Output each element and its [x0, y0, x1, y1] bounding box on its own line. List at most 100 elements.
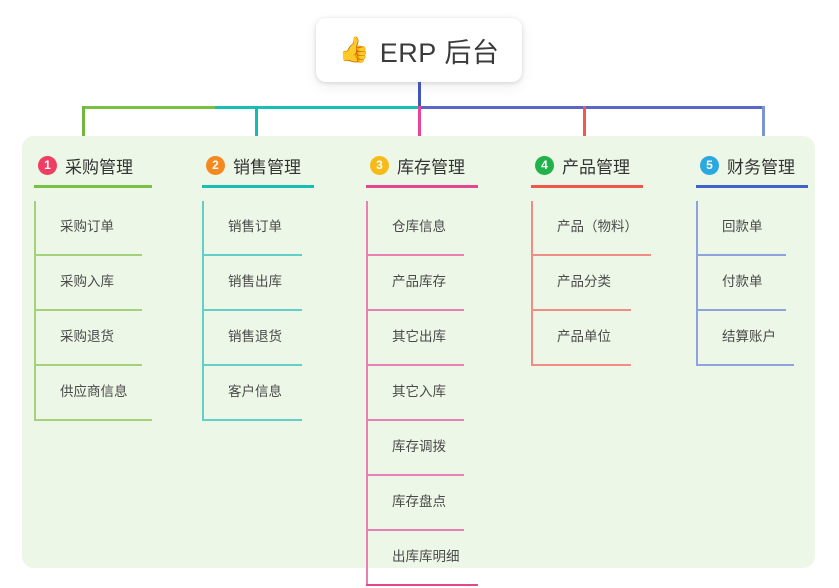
list-item[interactable]: 产品分类: [531, 256, 661, 311]
item-label: 产品单位: [557, 329, 611, 344]
item-rule: [366, 254, 464, 256]
item-label: 供应商信息: [60, 384, 128, 399]
list-item[interactable]: 付款单: [696, 256, 816, 311]
item-rule: [696, 364, 794, 366]
item-rule: [531, 364, 631, 366]
module-column-sales: 2 销售管理 销售订单 销售出库 销售退货 客户信息: [202, 145, 322, 421]
item-label: 结算账户: [722, 329, 776, 344]
column-rule-5: [696, 185, 808, 188]
drop-line-col-1: [82, 106, 85, 146]
module-column-product: 4 产品管理 产品（物料） 产品分类 产品单位: [531, 145, 661, 366]
list-item[interactable]: 其它入库: [366, 366, 486, 421]
item-rule: [696, 254, 786, 256]
column-rule-3: [366, 185, 478, 188]
root-title-card[interactable]: 👍 ERP 后台: [316, 18, 522, 82]
item-rule: [366, 529, 464, 531]
column-rule-1: [34, 185, 152, 188]
item-label: 采购订单: [60, 219, 114, 234]
column-header-1[interactable]: 1 采购管理: [34, 145, 154, 188]
column-title-2: 销售管理: [233, 157, 301, 177]
list-item[interactable]: 销售出库: [202, 256, 322, 311]
list-item[interactable]: 采购退货: [34, 311, 154, 366]
list-item[interactable]: 库存盘点: [366, 476, 486, 531]
list-item[interactable]: 回款单: [696, 201, 816, 256]
list-item[interactable]: 客户信息: [202, 366, 322, 421]
drop-line-col-2: [255, 106, 258, 146]
item-rule: [366, 419, 464, 421]
item-rule: [202, 419, 302, 421]
list-item[interactable]: 产品单位: [531, 311, 661, 366]
item-label: 销售退货: [228, 329, 282, 344]
column-rule-4: [531, 185, 643, 188]
list-item[interactable]: 供应商信息: [34, 366, 154, 421]
item-label: 付款单: [722, 274, 763, 289]
item-label: 采购退货: [60, 329, 114, 344]
list-item[interactable]: 产品库存: [366, 256, 486, 311]
item-rule: [531, 309, 631, 311]
list-item[interactable]: 产品（物料）: [531, 201, 661, 256]
list-item[interactable]: 其它出库: [366, 311, 486, 366]
list-item[interactable]: 采购订单: [34, 201, 154, 256]
list-item[interactable]: 销售订单: [202, 201, 322, 256]
module-column-inventory: 3 库存管理 仓库信息 产品库存 其它出库 其它入库 库存调拨: [366, 145, 486, 586]
bus-segment-indigo: [418, 106, 765, 109]
module-column-purchasing: 1 采购管理 采购订单 采购入库 采购退货 供应商信息: [34, 145, 154, 421]
item-label: 产品库存: [392, 274, 446, 289]
column-title-1: 采购管理: [65, 157, 133, 177]
list-item[interactable]: 仓库信息: [366, 201, 486, 256]
column-rule-2: [202, 185, 314, 188]
item-label: 产品分类: [557, 274, 611, 289]
drop-line-col-3: [418, 106, 421, 146]
item-label: 库存盘点: [392, 494, 446, 509]
item-label: 采购入库: [60, 274, 114, 289]
list-item[interactable]: 采购入库: [34, 256, 154, 311]
item-rule: [202, 364, 302, 366]
item-rule: [202, 309, 302, 311]
modules-panel: [22, 136, 815, 568]
badge-number-5: 5: [700, 155, 719, 175]
badge-number-3: 3: [370, 155, 389, 175]
bus-segment-teal: [215, 106, 421, 109]
column-header-3[interactable]: 3 库存管理: [366, 145, 486, 188]
column-spine-5: [696, 201, 698, 366]
badge-number-1: 1: [38, 155, 57, 175]
column-items-3: 仓库信息 产品库存 其它出库 其它入库 库存调拨 库存盘点: [366, 201, 486, 586]
item-label: 产品（物料）: [557, 219, 638, 234]
list-item[interactable]: 库存调拨: [366, 421, 486, 476]
module-column-finance: 5 财务管理 回款单 付款单 结算账户: [696, 145, 816, 366]
item-label: 回款单: [722, 219, 763, 234]
column-spine-4: [531, 201, 533, 366]
list-item[interactable]: 销售退货: [202, 311, 322, 366]
list-item[interactable]: 结算账户: [696, 311, 816, 366]
item-label: 客户信息: [228, 384, 282, 399]
item-rule: [202, 254, 302, 256]
page-title: ERP 后台: [379, 37, 500, 68]
column-spine-2: [202, 201, 204, 421]
column-items-5: 回款单 付款单 结算账户: [696, 201, 816, 366]
column-title-4: 产品管理: [562, 157, 630, 177]
item-label: 库存调拨: [392, 439, 446, 454]
item-rule: [366, 309, 464, 311]
column-items-2: 销售订单 销售出库 销售退货 客户信息: [202, 201, 322, 421]
root-title-inner: 👍 ERP 后台: [339, 31, 500, 70]
column-spine-3: [366, 201, 368, 586]
badge-number-2: 2: [206, 155, 225, 175]
item-label: 仓库信息: [392, 219, 446, 234]
drop-line-col-5: [762, 106, 765, 146]
column-items-4: 产品（物料） 产品分类 产品单位: [531, 201, 661, 366]
item-label: 销售订单: [228, 219, 282, 234]
item-rule: [34, 254, 142, 256]
column-header-2[interactable]: 2 销售管理: [202, 145, 322, 188]
item-label: 销售出库: [228, 274, 282, 289]
center-drop-line: [418, 82, 421, 108]
column-header-5[interactable]: 5 财务管理: [696, 145, 816, 188]
list-item[interactable]: 出库库明细: [366, 531, 486, 586]
item-label: 出库库明细: [392, 549, 460, 564]
badge-number-4: 4: [535, 155, 554, 175]
column-spine-1: [34, 201, 36, 421]
item-rule: [366, 584, 478, 586]
drop-line-col-4: [583, 106, 586, 146]
item-rule: [34, 364, 142, 366]
column-header-4[interactable]: 4 产品管理: [531, 145, 661, 188]
